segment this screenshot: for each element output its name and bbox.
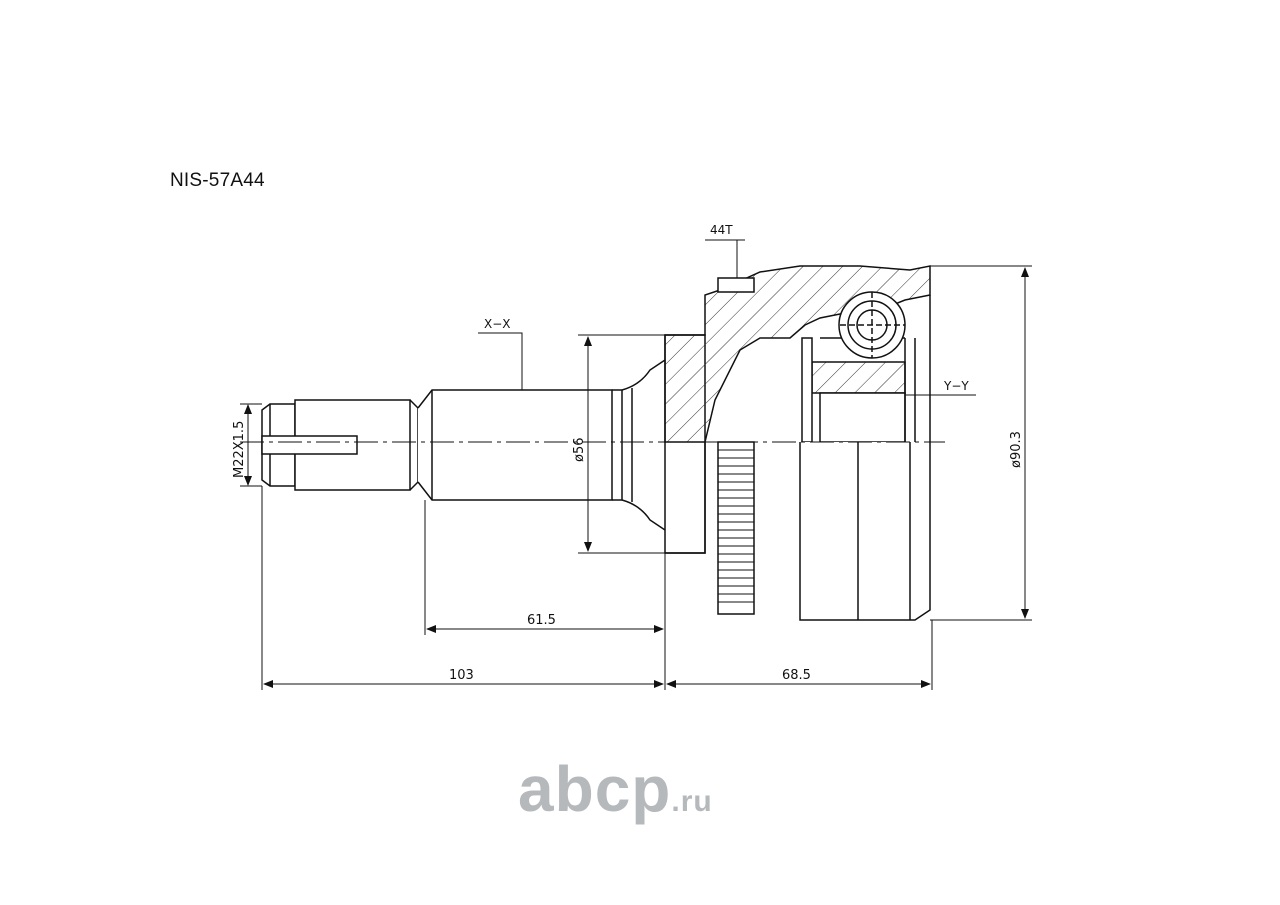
teeth-label: 44T	[710, 223, 733, 237]
outer-diameter-label: ø90.3	[1009, 431, 1024, 468]
cage-section	[819, 392, 906, 443]
shaft-diameter-label: ø56	[572, 438, 587, 463]
abs-ring-teeth	[718, 449, 754, 603]
abs-ring	[717, 441, 755, 615]
thread-slot	[261, 435, 358, 455]
spline-tooth	[717, 277, 755, 293]
section-xx-leader	[478, 332, 523, 390]
bell-lower	[799, 442, 931, 621]
shaft	[417, 389, 613, 501]
dim-103-label: 103	[449, 668, 474, 683]
dim-68-5-label: 68.5	[782, 668, 811, 683]
section-yy-label: Y−Y	[943, 379, 969, 393]
abcp-watermark-logo: abcp.ru	[518, 753, 713, 825]
thread-label: M22X1.5	[232, 421, 247, 478]
dim-61-5-label: 61.5	[527, 613, 556, 628]
housing-outer	[665, 442, 706, 554]
inner-race-section	[811, 361, 906, 394]
section-xx-label: X−X	[484, 317, 511, 331]
part-number-title: NIS-57A44	[170, 170, 265, 191]
